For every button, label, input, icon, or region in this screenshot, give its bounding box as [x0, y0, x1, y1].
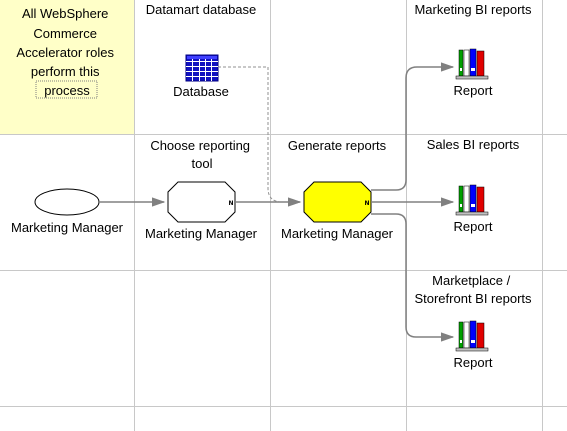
role-note-background [0, 0, 134, 134]
report-books-icon[interactable] [455, 320, 489, 352]
choose-tool-header: Choose reporting tool [150, 138, 253, 171]
database-icon[interactable] [185, 54, 219, 82]
generate-task-marker: N [364, 200, 369, 207]
choose-role-label: Marketing Manager [145, 226, 258, 241]
sales-bi-header: Sales BI reports [427, 137, 520, 152]
role-note-text: All WebSphere Commerce Accelerator roles… [16, 6, 117, 98]
datamart-header: Datamart database [146, 2, 257, 17]
generate-role-label: Marketing Manager [281, 226, 394, 241]
sales-report-label: Report [453, 219, 492, 234]
generate-to-marketplace-report-arrow [371, 213, 455, 342]
marketplace-header: Marketplace / Storefront BI reports [414, 273, 532, 306]
generate-to-marketing-report-arrow [371, 62, 455, 191]
start-role-label: Marketing Manager [11, 220, 124, 235]
generate-reports-task[interactable] [303, 181, 372, 223]
note-selection-box [35, 80, 98, 99]
marketplace-report-label: Report [453, 355, 492, 370]
start-event-oval[interactable] [34, 188, 100, 216]
choose-task-marker: N [228, 200, 233, 207]
marketing-report-label: Report [453, 83, 492, 98]
generate-header: Generate reports [288, 138, 387, 153]
report-books-icon[interactable] [455, 184, 489, 216]
database-label: Database [173, 84, 229, 99]
marketing-bi-header: Marketing BI reports [414, 2, 532, 17]
choose-reporting-tool-task[interactable] [167, 181, 236, 223]
report-books-icon[interactable] [455, 48, 489, 80]
database-to-generate-connector [218, 66, 301, 206]
